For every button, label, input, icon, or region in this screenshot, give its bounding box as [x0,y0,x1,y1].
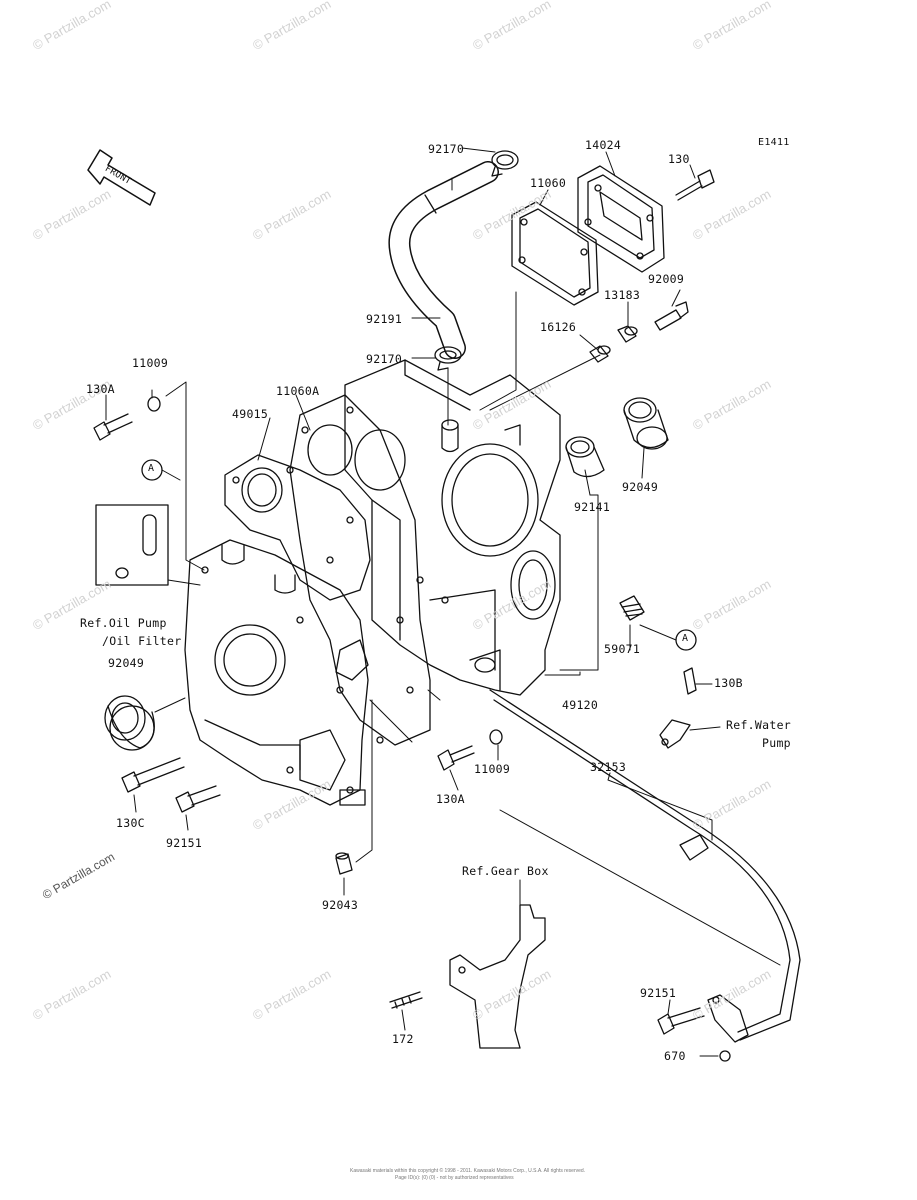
ref-water-pump-line2: Pump [762,736,791,750]
part-label-130: 130 [668,152,690,166]
pin-16126 [589,345,611,363]
part-label-130A-top: 130A [86,382,115,396]
seal-92049-left [104,695,155,751]
part-label-49015: 49015 [232,407,269,421]
part-label-92049-right: 92049 [622,480,659,494]
bushing-13183 [617,325,638,343]
footer-copyright: Kawasaki materials within this copyright… [350,1168,586,1174]
ref-gear-box: Ref.Gear Box [462,864,549,878]
clamp-92170-mid [434,346,462,371]
bearing-92141 [565,436,605,478]
part-label-130B: 130B [714,676,743,690]
bracket-130B [659,667,697,749]
washer-11009-bottom [489,729,503,745]
part-label-670: 670 [664,1049,686,1063]
plug-59071 [619,595,645,621]
leader-lines [105,147,781,1057]
part-label-92049-left: 92049 [108,656,145,670]
bolt-92151-left [175,785,221,813]
ref-circle-a-left-label: A [148,463,155,474]
hose-92191 [388,161,499,359]
part-label-11060A: 11060A [276,384,320,398]
stud-172 [389,991,423,1009]
gasket-11060 [511,201,599,306]
oring-670 [719,1050,731,1062]
part-label-92151-right: 92151 [640,986,677,1000]
bolt-92151-right [657,1007,705,1035]
part-label-49120: 49120 [562,698,599,712]
part-label-92191: 92191 [366,312,403,326]
screw-92009 [654,301,689,331]
footer-page-id: Page ID(s): (0) (0) - not by authorized … [395,1175,514,1181]
pipe-32153 [489,689,801,1043]
part-label-14024: 14024 [585,138,622,152]
cover-14024 [577,165,665,273]
part-label-11009-top: 11009 [132,356,169,370]
part-label-11009-bottom: 11009 [474,762,511,776]
part-label-11060: 11060 [530,176,567,190]
part-label-32153: 32153 [590,760,627,774]
ref-oil-pump: Ref.Oil Pump [80,616,167,630]
bolt-130 [675,169,715,201]
part-label-59071: 59071 [604,642,641,656]
part-label-92141: 92141 [574,500,611,514]
diagram-code: E1411 [758,137,790,148]
part-label-92170-mid: 92170 [366,352,403,366]
bolt-130A-bottom [437,745,475,771]
gasket-11060A [289,394,431,746]
part-label-172: 172 [392,1032,414,1046]
crankcase-49120 [344,359,561,696]
plate-49015 [224,454,371,601]
pin-92043 [335,852,353,875]
part-label-92151-left: 92151 [166,836,203,850]
part-label-13183: 13183 [604,288,641,302]
washer-11009-top [147,396,161,412]
water-outlet-pipe [441,419,459,453]
part-label-92043: 92043 [322,898,359,912]
part-label-130A-bottom: 130A [436,792,465,806]
part-label-16126: 16126 [540,320,577,334]
part-label-92170-top: 92170 [428,142,465,156]
bolt-130A-top [93,413,133,441]
front-arrow-icon [87,149,156,206]
ref-oil-filter: /Oil Filter [102,634,182,648]
oil-pump-inset [95,504,169,586]
ref-water-pump-line1: Ref.Water [726,718,792,732]
gearbox-bracket [449,904,546,1049]
bolt-130C [121,757,185,793]
seal-92049-right [623,397,669,450]
clamp-92170-top [491,150,519,177]
part-label-130C: 130C [116,816,145,830]
crankcase-left [184,539,369,806]
part-label-92009: 92009 [648,272,685,286]
ref-circle-a-right-label: A [682,633,689,644]
